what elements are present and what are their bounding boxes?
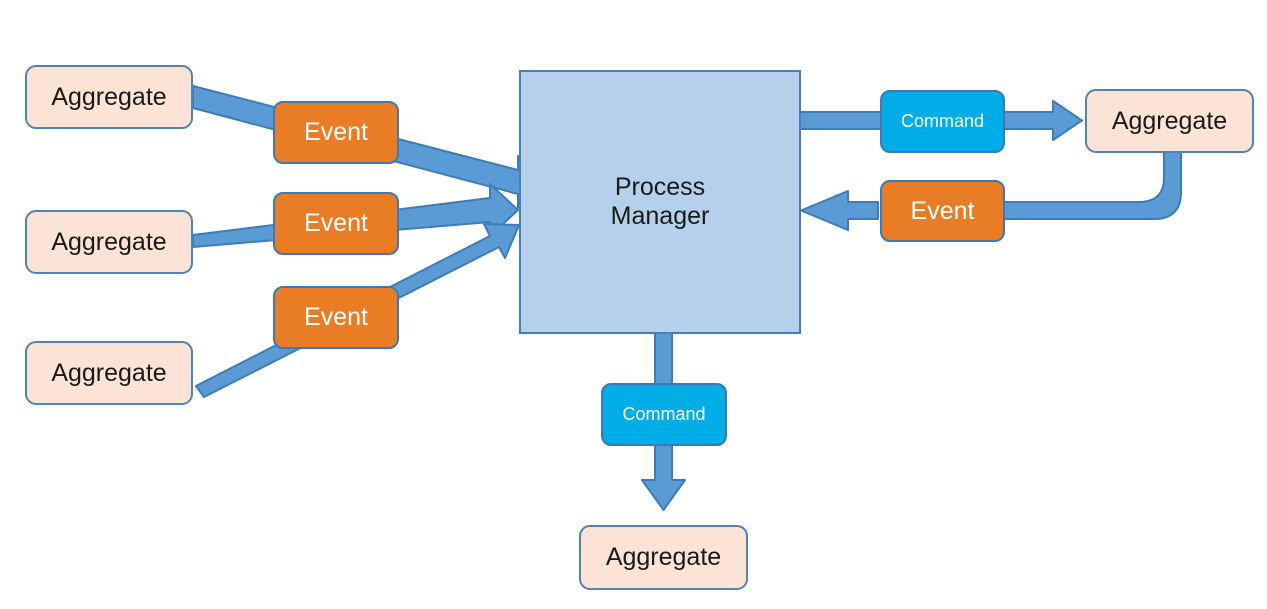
node-aggregate-bottom[interactable]: Aggregate <box>579 525 748 590</box>
node-event-right[interactable]: Event <box>880 180 1005 242</box>
node-label: Event <box>304 303 368 332</box>
node-label: Command <box>622 404 706 425</box>
node-label: Aggregate <box>51 227 167 256</box>
node-label: Aggregate <box>51 358 167 387</box>
node-event-left-2[interactable]: Event <box>273 192 399 255</box>
node-label: Event <box>304 209 368 238</box>
node-aggregate-left-3[interactable]: Aggregate <box>25 341 193 405</box>
node-aggregate-right[interactable]: Aggregate <box>1085 89 1254 153</box>
node-event-left-3[interactable]: Event <box>273 286 399 349</box>
node-label: Aggregate <box>605 543 722 572</box>
node-label: Aggregate <box>51 82 167 111</box>
node-label: Aggregate <box>1111 106 1228 135</box>
node-command-bottom[interactable]: Command <box>601 383 727 446</box>
process-manager-label-line1: Process <box>614 173 706 202</box>
node-process-manager[interactable]: Process Manager <box>519 70 801 334</box>
node-aggregate-left-1[interactable]: Aggregate <box>25 65 193 129</box>
node-aggregate-left-2[interactable]: Aggregate <box>25 210 193 274</box>
node-label: Event <box>910 196 975 225</box>
process-manager-label-line2: Manager <box>610 202 710 230</box>
node-label: Event <box>304 118 368 147</box>
node-event-left-1[interactable]: Event <box>273 101 399 164</box>
node-command-right[interactable]: Command <box>880 90 1005 153</box>
node-label: Command <box>900 111 985 132</box>
